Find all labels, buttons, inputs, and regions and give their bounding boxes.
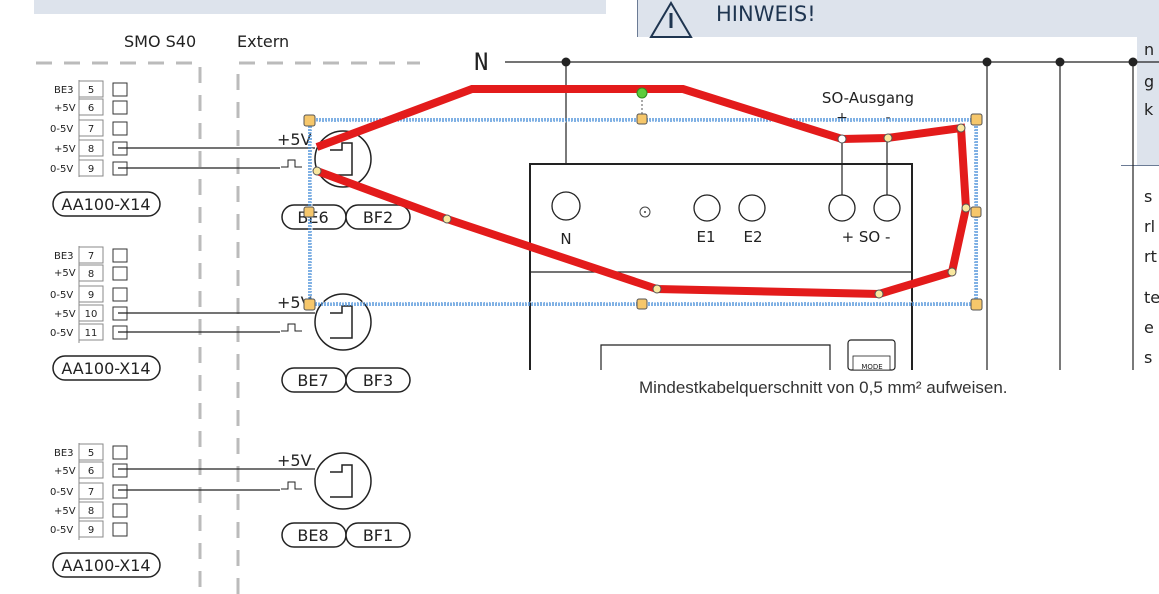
pulse-sensor-3: +5V BE8 BF1 [277, 451, 411, 548]
notice-panel [1137, 37, 1159, 165]
terminal-number: 8 [88, 144, 94, 155]
terminal-screw [112, 287, 128, 302]
terminal-number: 5 [88, 85, 94, 96]
energy-meter: N N E1 E2 + SO - SO-Ausgang + - [474, 48, 1159, 371]
terminal-signal: +5V [54, 309, 76, 320]
sensor-tag: BE8 [297, 526, 328, 545]
terminal-number: 10 [85, 309, 98, 320]
terminal-signal: BE3 [54, 85, 74, 96]
terminal-label: N [560, 230, 571, 248]
terminal-label: E1 [696, 228, 715, 246]
resize-handles[interactable] [303, 113, 983, 311]
terminal-number: 11 [85, 328, 98, 339]
terminal-screw [112, 100, 128, 115]
sensor-voltage-label: +5V [277, 451, 312, 470]
freeform-red-line[interactable] [315, 85, 971, 299]
column-header-extern: Extern [237, 32, 289, 51]
mode-button-label: MODE [861, 363, 882, 371]
sensor-voltage-label: +5V [277, 130, 312, 149]
so-output-label: SO-Ausgang [822, 89, 914, 107]
text-fragment: rt [1144, 247, 1157, 266]
text-fragment: s [1144, 187, 1153, 206]
separator-lines [36, 61, 420, 594]
terminal-block-2: BE3 7 +5V 8 0-5V 9 +5V 10 0-5V 11 AA100-… [50, 246, 161, 381]
terminal-signal: 0-5V [50, 290, 73, 301]
pulse-icon [281, 323, 302, 332]
terminal-screw [112, 82, 128, 97]
vertex-handles[interactable] [312, 123, 971, 299]
terminal-number: 8 [88, 269, 94, 280]
terminal-signal: BE3 [54, 448, 74, 459]
sensor-tag: BF2 [363, 208, 393, 227]
text-fragment: te [1144, 288, 1159, 307]
connector-label: AA100-X14 [61, 556, 150, 575]
terminal-number: 9 [88, 290, 94, 301]
notice-title: HINWEIS! [716, 2, 816, 26]
terminal-number: 9 [88, 525, 94, 536]
sensor-wires [118, 147, 315, 491]
terminal-signal: +5V [54, 506, 76, 517]
caption-text: Mindestkabelquerschnitt von 0,5 mm² aufw… [639, 378, 1008, 397]
pulse-icon [281, 481, 302, 490]
terminal-number: 7 [88, 124, 94, 135]
connector-label: AA100-X14 [61, 195, 150, 214]
terminal-signal: +5V [54, 466, 76, 477]
text-fragment: rl [1144, 217, 1156, 236]
terminal-screw [112, 484, 128, 499]
terminal-number: 8 [88, 506, 94, 517]
text-fragment: g [1144, 72, 1155, 91]
terminal-screw [112, 121, 128, 136]
terminal-signal: 0-5V [50, 164, 73, 175]
terminal-number: 9 [88, 164, 94, 175]
terminal-signal: +5V [54, 144, 76, 155]
warning-icon [649, 1, 693, 38]
connector-label: AA100-X14 [61, 359, 150, 378]
pulse-sensor-2: +5V BE7 BF3 [277, 293, 411, 393]
terminal-screw [112, 463, 128, 478]
terminal-screw [112, 266, 128, 281]
terminal-number: 5 [88, 448, 94, 459]
terminal-screw [112, 445, 128, 460]
terminal-label: + SO - [842, 228, 891, 246]
sensor-voltage-label: +5V [277, 293, 312, 312]
terminal-signal: +5V [54, 268, 76, 279]
terminal-block-1: BE3 5 +5V 6 0-5V 7 +5V 8 0-5V 9 AA100-X1… [50, 80, 161, 217]
pulse-icon [281, 159, 302, 168]
header-band [34, 0, 606, 14]
terminal-block-3: BE3 5 +5V 6 0-5V 7 +5V 8 0-5V 9 AA100-X1… [50, 443, 161, 578]
terminal-signal: 0-5V [50, 487, 73, 498]
terminal-screw [112, 248, 128, 263]
sensor-tag: BE7 [297, 371, 328, 390]
notice-box [637, 0, 1159, 37]
terminal-screw [112, 522, 128, 537]
terminal-label: E2 [743, 228, 762, 246]
sensor-tag: BF3 [363, 371, 393, 390]
neutral-label: N [474, 48, 488, 76]
terminal-signal: BE3 [54, 251, 74, 262]
rotate-handle[interactable] [636, 87, 648, 99]
terminal-signal: 0-5V [50, 328, 73, 339]
terminal-signal: 0-5V [50, 124, 73, 135]
terminal-signal: +5V [54, 103, 76, 114]
text-fragment: n [1144, 40, 1155, 59]
column-header-smo: SMO S40 [124, 32, 196, 51]
text-fragment: e [1144, 318, 1154, 337]
terminal-screw [112, 503, 128, 518]
text-fragment: k [1144, 100, 1154, 119]
terminal-number: 6 [88, 466, 94, 477]
terminal-number: 6 [88, 103, 94, 114]
terminal-signal: 0-5V [50, 525, 73, 536]
notice-divider [1121, 165, 1159, 166]
terminal-number: 7 [88, 487, 94, 498]
text-fragment: s [1144, 348, 1153, 367]
sensor-tag: BF1 [363, 526, 393, 545]
terminal-number: 7 [88, 251, 94, 262]
